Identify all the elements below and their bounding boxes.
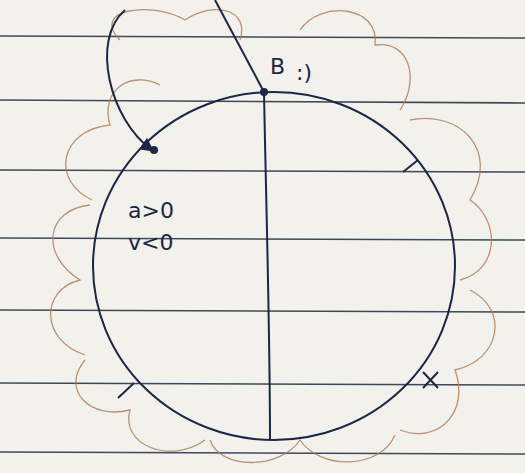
condition-note: v<0 bbox=[128, 232, 173, 254]
notebook-lines bbox=[0, 36, 525, 454]
point-label: :) bbox=[296, 62, 312, 84]
condition-note: a>0 bbox=[128, 200, 174, 222]
petal-loops bbox=[51, 10, 495, 463]
arrow-point bbox=[150, 146, 158, 154]
point-b bbox=[260, 88, 268, 96]
point-label: B bbox=[270, 56, 285, 78]
circle-figure bbox=[93, 0, 455, 440]
